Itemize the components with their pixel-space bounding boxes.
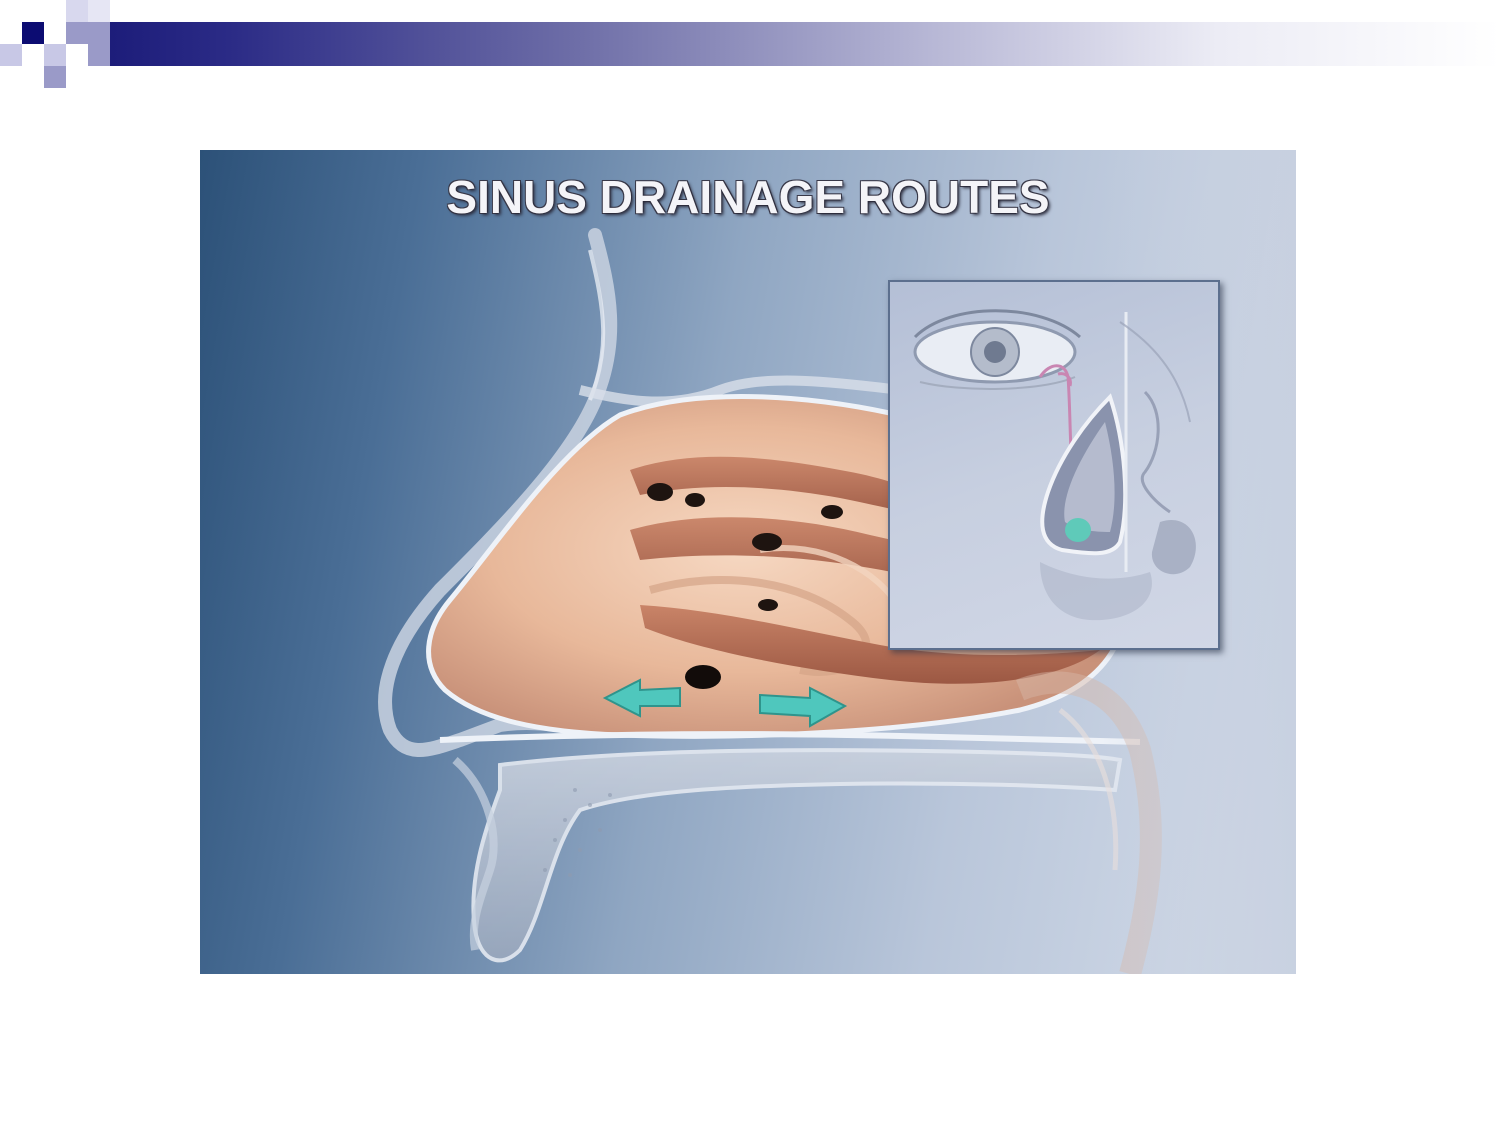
nose-outline [378,228,618,757]
header-square [66,0,88,22]
sinus-opening [752,533,782,551]
header-square [22,22,44,44]
nasolacrimal-opening [685,665,721,689]
sinus-illustration: SINUS DRAINAGE ROUTES [200,150,1296,974]
inferior-turbinate [640,605,1100,684]
illustration-title: SINUS DRAINAGE ROUTES [446,171,1050,223]
sinus-opening [758,599,778,611]
sinus-opening [821,505,843,519]
drainage-arrow-forward [602,678,681,718]
header-gradient-bar [88,22,1500,66]
drainage-highlight [1065,518,1091,542]
header-square [0,44,22,66]
face-inset-diagram [888,280,1220,650]
drainage-arrow-backward [759,686,848,728]
sinus-opening [685,493,705,507]
header-bar-cap [88,22,110,66]
superior-turbinate [630,456,960,518]
header-square [44,66,66,88]
sinus-opening [647,483,673,501]
face-front-view-illustration [913,309,1196,621]
header-square [66,22,88,44]
header-square [0,0,22,22]
header-square [44,44,66,66]
header-square [88,0,110,22]
palate-bone [471,748,1123,963]
